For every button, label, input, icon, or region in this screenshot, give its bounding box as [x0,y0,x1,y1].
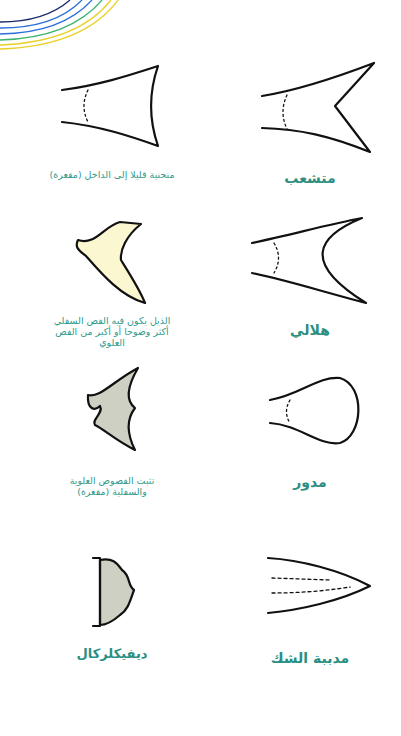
pointed-tail [268,558,370,613]
truncate-tail [88,368,138,450]
forked-tail [262,63,374,152]
caption-label: تثبت الفصوص العلوية والسفلية (مقعرة) [52,476,172,498]
rounded-tail [270,378,358,443]
emarginate-tail [62,66,158,146]
body-edge [93,558,100,626]
dashed-line [272,578,330,580]
heterocercal-tail [77,222,145,303]
dashed-line [272,587,350,593]
corner-decoration [0,0,118,49]
peduncle-line [84,90,88,122]
diphycercal-tail [100,559,134,625]
caption-label: منحنية قليلا إلى الداخل (مقعرة) [42,170,182,181]
caption-label: ديفيكلركال [37,647,187,662]
caption-label: مدور [235,474,385,490]
caption-label: الذيل يكون فيه الفص السفلي أكثر وضوحا أو… [48,316,176,349]
caption-label: مدببة الشك [230,650,390,666]
lunate-tail [252,218,366,303]
caption-label: هلالي [235,322,385,338]
peduncle-line [283,95,287,129]
peduncle-line [274,243,279,273]
caption-label: متشعب [235,170,385,186]
peduncle-line [287,400,291,423]
